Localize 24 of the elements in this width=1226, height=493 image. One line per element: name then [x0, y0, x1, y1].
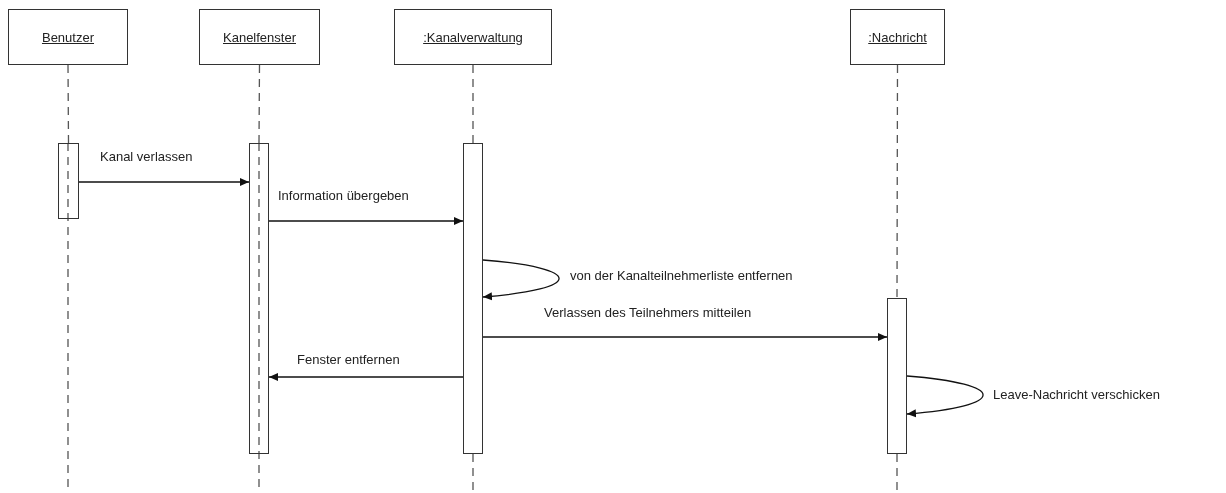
message-arrow [482, 259, 560, 301]
edge-label: Fenster entfernen [297, 352, 400, 367]
activation-bar [58, 143, 79, 219]
message-arrow [268, 217, 464, 225]
activation-bar [249, 143, 269, 454]
object-name: :Kanalverwaltung [423, 29, 523, 45]
lifeline [67, 64, 70, 144]
edge-label: Leave-Nachricht verschicken [993, 387, 1160, 402]
activation-bar [887, 298, 907, 454]
object-name: :Nachricht [868, 29, 927, 45]
edge-label: Verlassen des Teilnehmers mitteilen [544, 305, 752, 320]
message-arrow [906, 375, 984, 418]
object-name: Kanelfenster [223, 29, 296, 45]
edge-label: Kanal verlassen [100, 149, 193, 164]
object-name: Benutzer [41, 29, 94, 45]
edge-label: Information übergeben [278, 188, 409, 203]
lifeline [896, 64, 899, 299]
message-arrow [482, 333, 888, 341]
lifeline [472, 64, 474, 144]
activation-bar [463, 143, 483, 454]
lifeline [258, 64, 261, 144]
edge-label: von der Kanalteilnehmerliste entfernen [570, 268, 793, 283]
message-arrow [268, 373, 464, 381]
message-arrow [78, 178, 250, 186]
